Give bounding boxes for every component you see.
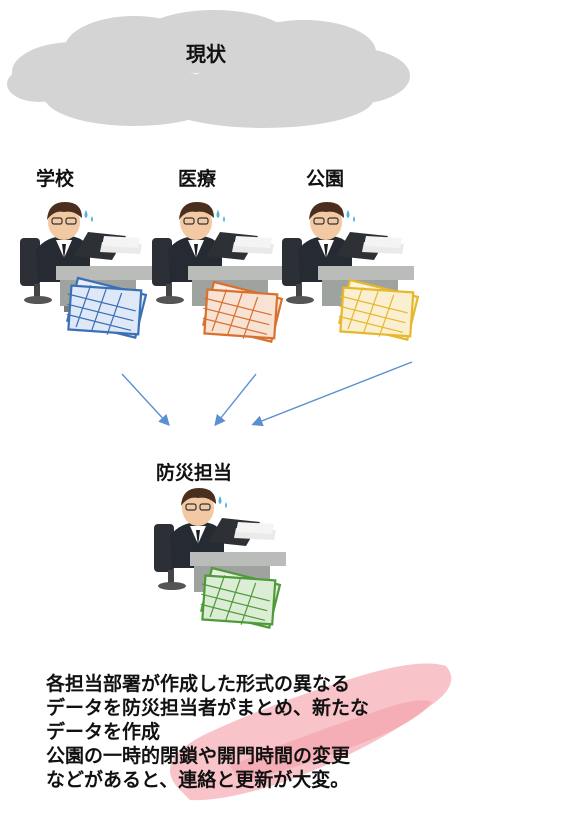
caption-line-2: データを防災担当者がまとめ、新たな [46, 697, 370, 719]
caption-line-3: データを作成 [46, 721, 161, 743]
worker-illustration-medical [152, 202, 284, 343]
page-title: 現状 [186, 42, 226, 66]
desk-worker [154, 488, 286, 592]
caption-text: 各担当部署が作成した形式の異なる データを防災担当者がまとめ、新たな データを作… [46, 672, 526, 792]
department-label-school: 学校 [36, 168, 75, 190]
worker-illustration-school [20, 202, 152, 339]
arrow-park-to-hub [251, 361, 413, 427]
hub-label: 防災担当 [156, 462, 233, 484]
arrow-school-to-hub [121, 373, 170, 427]
caption-line-4: 公園の一時的閉鎖や開門時間の変更 [46, 745, 351, 767]
arrow-medical-to-hub [214, 373, 257, 427]
caption-line-1: 各担当部署が作成した形式の異なる [46, 673, 351, 695]
flow-arrows [121, 361, 413, 427]
worker-illustration-park [282, 202, 420, 341]
department-label-medical: 医療 [178, 168, 217, 190]
caption-line-5: などがあると、連絡と更新が大変。 [46, 769, 350, 791]
highlight-brush [170, 663, 452, 801]
worker-illustration-hub [154, 488, 286, 629]
department-label-park: 公園 [306, 168, 345, 190]
cloud-shape [7, 10, 410, 128]
